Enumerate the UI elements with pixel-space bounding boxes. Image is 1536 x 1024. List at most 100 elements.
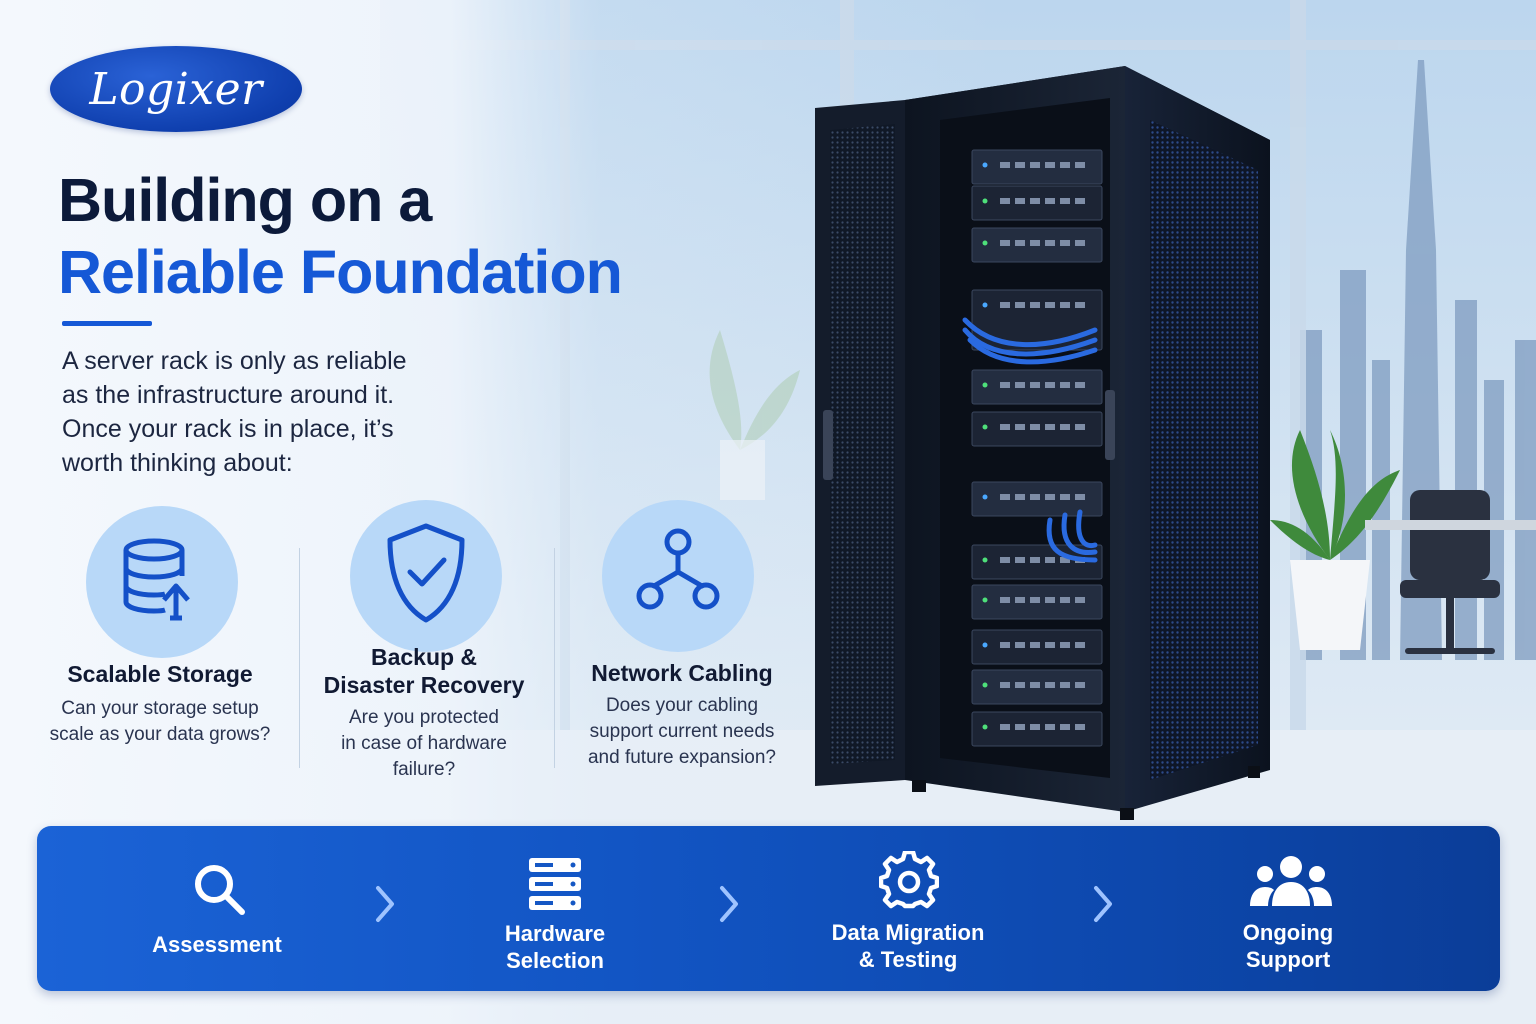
rack-port — [1000, 597, 1010, 603]
rack-port — [1015, 724, 1025, 730]
rack-port — [1015, 162, 1025, 168]
feature-backup-desc-line: in case of hardware — [341, 733, 507, 754]
rack-port — [1060, 424, 1070, 430]
rack-status-led — [982, 240, 988, 246]
chevron-right-icon — [720, 886, 738, 922]
rack-port — [1015, 642, 1025, 648]
rack-status-led — [982, 302, 988, 308]
server-rack-illustration — [815, 66, 1270, 820]
rack-unit — [971, 289, 1103, 351]
rack-port — [1045, 724, 1055, 730]
rack-port — [1015, 302, 1025, 308]
rack-port — [1000, 162, 1010, 168]
rack-port — [1000, 198, 1010, 204]
rack-port — [1060, 642, 1070, 648]
rack-port — [1075, 494, 1085, 500]
rack-port — [1060, 682, 1070, 688]
rack-port — [1015, 494, 1025, 500]
rack-port — [1075, 424, 1085, 430]
database-upload-icon — [123, 538, 190, 621]
step-assessment-label: Assessment — [152, 932, 282, 957]
rack-port — [1045, 302, 1055, 308]
feature-divider — [554, 548, 555, 768]
rack-port — [1030, 682, 1040, 688]
rack-status-led — [982, 198, 988, 204]
rack-port — [1060, 162, 1070, 168]
rack-port — [1075, 724, 1085, 730]
rack-port — [1030, 162, 1040, 168]
rack-port — [1075, 682, 1085, 688]
rack-port — [1075, 198, 1085, 204]
rack-port — [1000, 642, 1010, 648]
rack-status-led — [982, 424, 988, 430]
feature-cabling-desc-line: support current needs — [589, 721, 775, 742]
rack-port — [1045, 382, 1055, 388]
rack-port — [1060, 302, 1070, 308]
rack-port — [1000, 382, 1010, 388]
rack-port — [1075, 642, 1085, 648]
rack-port — [1030, 494, 1040, 500]
server-stack-icon — [529, 858, 581, 910]
rack-port — [1075, 597, 1085, 603]
shield-check-icon — [387, 523, 465, 623]
rack-port — [1060, 724, 1070, 730]
feature-divider — [299, 548, 300, 768]
rack-port — [1030, 642, 1040, 648]
rack-port — [1000, 424, 1010, 430]
step-hardware-label-line: Hardware — [504, 921, 606, 946]
rack-port — [1045, 682, 1055, 688]
rack-port — [1060, 494, 1070, 500]
headline-line-2: Reliable Foundation — [58, 238, 623, 306]
rack-status-led — [982, 597, 988, 603]
rack-port — [1000, 724, 1010, 730]
feature-storage-icon-circle — [86, 506, 238, 658]
step-migration-label-line: & Testing — [858, 947, 958, 972]
rack-port — [1030, 424, 1040, 430]
rack-port — [1030, 382, 1040, 388]
rack-port — [1030, 240, 1040, 246]
rack-port — [1045, 424, 1055, 430]
rack-port — [1045, 642, 1055, 648]
rack-port — [1075, 302, 1085, 308]
feature-storage-title: Scalable Storage — [67, 661, 253, 687]
feature-backup-title-line: Disaster Recovery — [323, 672, 525, 698]
rack-port — [1075, 162, 1085, 168]
rack-port — [1015, 424, 1025, 430]
search-icon — [195, 865, 245, 915]
step-hardware-label-line: Selection — [506, 948, 604, 973]
rack-status-led — [982, 557, 988, 563]
rack-port — [1000, 682, 1010, 688]
rack-port — [1045, 557, 1055, 563]
rack-port — [1015, 240, 1025, 246]
rack-port — [1015, 198, 1025, 204]
step-support-label-line: Ongoing — [1242, 920, 1334, 945]
rack-port — [1000, 494, 1010, 500]
rack-port — [1045, 240, 1055, 246]
rack-status-led — [982, 682, 988, 688]
rack-port — [1060, 557, 1070, 563]
feature-backup-desc-line: Are you protected — [349, 707, 499, 728]
rack-port — [1045, 162, 1055, 168]
chevron-right-icon — [376, 886, 394, 922]
rack-status-led — [982, 642, 988, 648]
step-support-label-line: Support — [1245, 947, 1331, 972]
rack-port — [1030, 597, 1040, 603]
rack-status-led — [982, 162, 988, 168]
rack-status-led — [982, 382, 988, 388]
feature-cabling-desc-line: and future expansion? — [587, 747, 777, 768]
rack-port — [1015, 557, 1025, 563]
step-migration-label-line: Data Migration — [831, 920, 985, 945]
rack-port — [1000, 240, 1010, 246]
rack-port — [1045, 494, 1055, 500]
rack-port — [1015, 597, 1025, 603]
rack-port — [1075, 382, 1085, 388]
brand-logo[interactable]: Logixer — [50, 46, 302, 132]
feature-storage-desc-line: scale as your data grows? — [49, 724, 271, 745]
rack-port — [1045, 597, 1055, 603]
intro-line: as the infrastructure around it. — [62, 381, 395, 409]
rack-port — [1030, 557, 1040, 563]
rack-port — [1015, 382, 1025, 388]
intro-line: A server rack is only as reliable — [62, 347, 407, 375]
rack-port — [1060, 240, 1070, 246]
rack-port — [1030, 302, 1040, 308]
